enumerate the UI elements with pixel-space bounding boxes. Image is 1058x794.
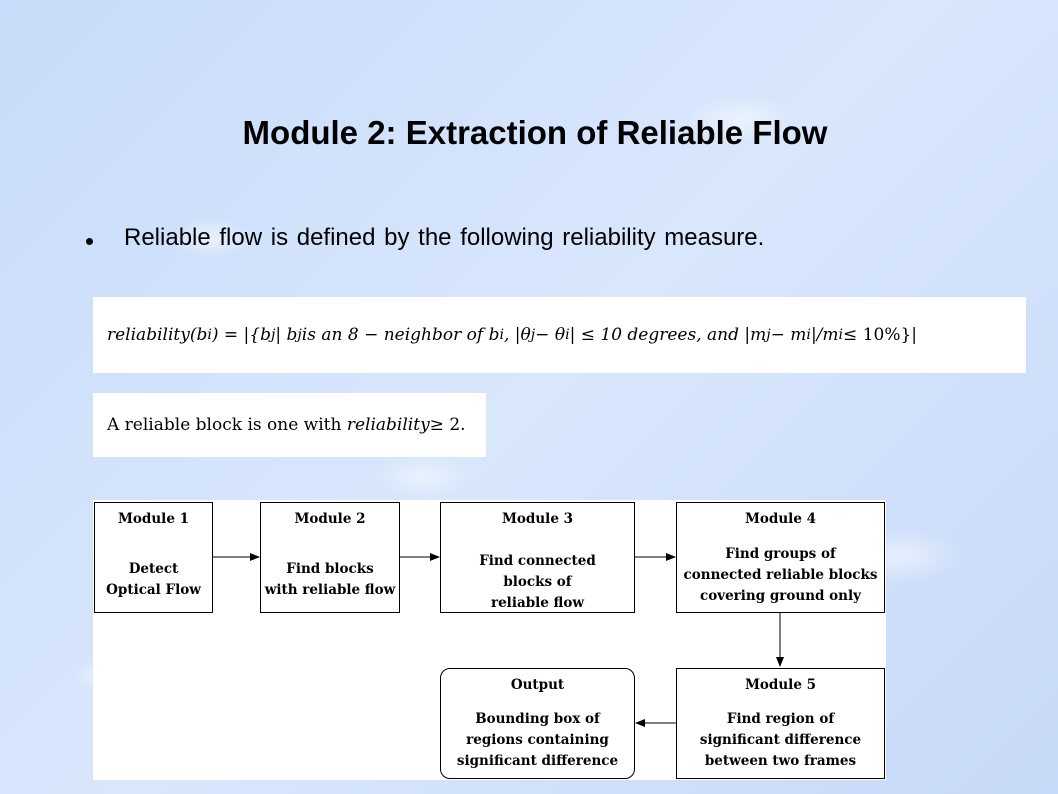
module-4-line-3: covering ground only xyxy=(700,588,861,604)
module-2-line-2: with reliable flow xyxy=(264,582,396,598)
module-4-line-2: connected reliable blocks xyxy=(683,567,878,583)
output-title: Output xyxy=(510,677,565,693)
module-5-title: Module 5 xyxy=(744,677,816,693)
module-1-title: Module 1 xyxy=(117,511,189,527)
module-3-title: Module 3 xyxy=(501,511,573,527)
bullet-dot-icon xyxy=(86,238,93,245)
module-5-line-1: Find region of xyxy=(726,711,835,727)
output-line-1: Bounding box of xyxy=(475,711,600,727)
module-5-line-3: between two frames xyxy=(704,753,857,769)
module-1-node: Module 1 Detect Optical Flow xyxy=(94,502,213,613)
module-5-line-2: significant difference xyxy=(699,732,862,748)
module-1-line-1: Detect xyxy=(128,561,179,577)
module-2-line-1: Find blocks xyxy=(286,561,374,577)
bullet-text: Reliable flow is defined by the followin… xyxy=(124,224,765,251)
module-5-node: Module 5 Find region of significant diff… xyxy=(676,668,885,779)
module-1-line-2: Optical Flow xyxy=(106,582,201,598)
module-4-title: Module 4 xyxy=(744,511,816,527)
output-line-3: significant difference xyxy=(456,753,619,769)
module-2-node: Module 2 Find blocks with reliable flow xyxy=(260,502,400,613)
module-3-line-3: reliable flow xyxy=(490,595,584,611)
module-4-line-1: Find groups of xyxy=(725,546,836,562)
module-2-title: Module 2 xyxy=(294,511,366,527)
reliable-block-definition: A reliable block is one with reliability… xyxy=(93,393,486,457)
module-3-node: Module 3 Find connected blocks of reliab… xyxy=(440,502,635,613)
output-node: Output Bounding box of regions containin… xyxy=(440,668,635,779)
module-3-line-1: Find connected xyxy=(479,553,596,569)
module-4-node: Module 4 Find groups of connected reliab… xyxy=(676,502,885,613)
slide-title: Module 2: Extraction of Reliable Flow xyxy=(242,114,828,151)
module-3-line-2: blocks of xyxy=(503,574,572,590)
module-flow-diagram: Module 1 Detect Optical Flow Module 2 Fi… xyxy=(93,500,886,780)
output-line-2: regions containing xyxy=(466,732,609,748)
flow-arrows xyxy=(213,553,784,727)
